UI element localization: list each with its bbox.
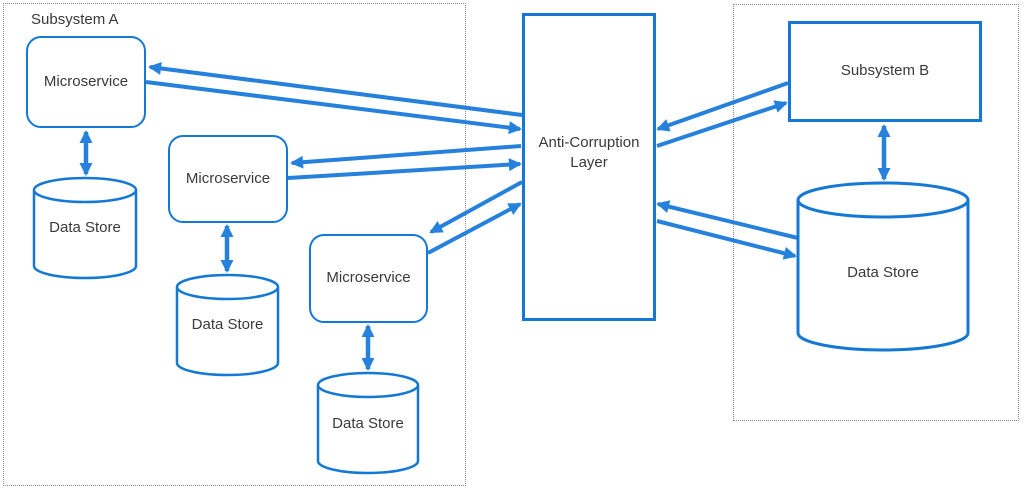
microservice-3-label: Microservice	[326, 269, 411, 287]
arrow-acl-to-microservice-2	[290, 144, 522, 169]
subsystem-a-label: Subsystem A	[31, 11, 119, 28]
microservice-1-label: Microservice	[43, 72, 129, 90]
arrow-acl-to-microservice-3	[429, 180, 523, 234]
subsystem-b-box: Subsystem B	[788, 21, 982, 122]
data-store-2-cylinder	[175, 273, 280, 377]
data-store-1-label: Data Store	[49, 219, 121, 236]
arrow-acl-to-subsystem-b	[656, 100, 788, 148]
microservice-1-box: Microservice	[26, 36, 146, 128]
data-store-2-label: Data Store	[191, 316, 264, 333]
data-store-b-label: Data Store	[847, 264, 919, 281]
arrow-microservice-3-to-acl	[427, 202, 522, 255]
arrow-microservice-2-to-acl	[287, 158, 522, 180]
arrow-acl-to-microservice-1	[148, 61, 523, 117]
arrow-microservice-1-to-acl	[145, 80, 522, 135]
subsystem-b-container	[733, 4, 1019, 421]
data-store-3-label: Data Store	[332, 415, 404, 432]
data-store-3-cylinder	[316, 371, 420, 475]
microservice-3-box: Microservice	[309, 234, 428, 323]
arrow-acl-to-data-store-b	[656, 219, 797, 260]
anti-corruption-layer-label: Anti-Corruption Layer	[538, 133, 640, 171]
arrow-data-store-b-to-acl	[656, 200, 799, 240]
microservice-2-label: Microservice	[185, 169, 271, 187]
anti-corruption-layer-box: Anti-Corruption Layer	[522, 13, 656, 321]
subsystem-b-label: Subsystem B	[840, 62, 930, 80]
data-store-1-cylinder	[32, 176, 138, 280]
arrow-subsystem-b-to-acl	[656, 81, 789, 132]
subsystem-a-container	[3, 3, 466, 486]
microservice-2-box: Microservice	[168, 135, 288, 223]
data-store-b-cylinder	[796, 181, 970, 352]
